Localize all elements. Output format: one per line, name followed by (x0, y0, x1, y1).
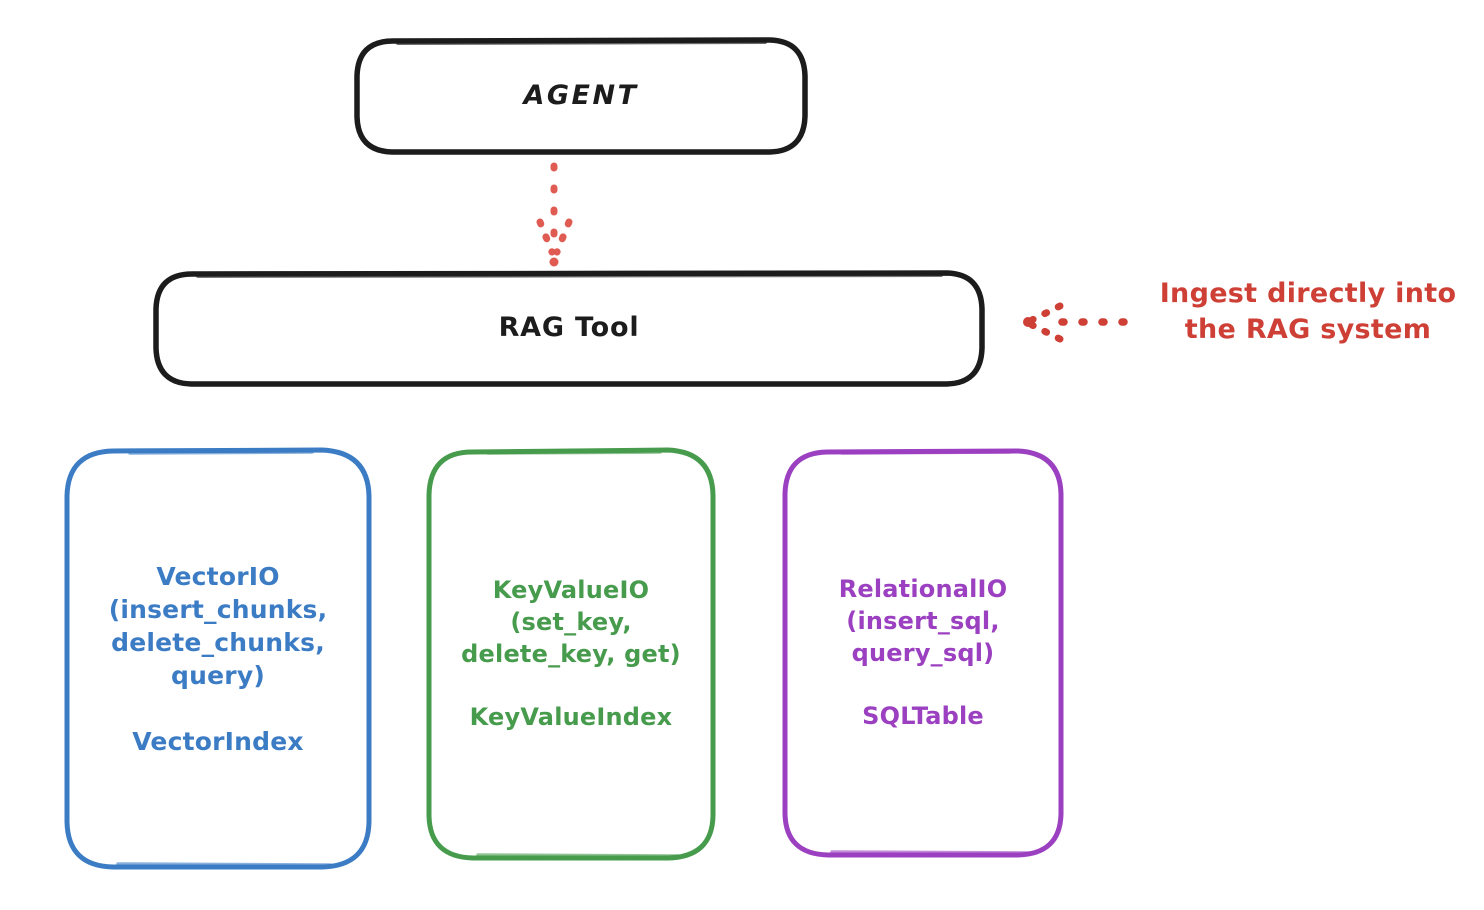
relational-io-box-outline-overdraw (830, 450, 1032, 855)
relational-io-box-outline (782, 448, 1064, 858)
vector-io-node[interactable]: VectorIO (insert_chunks, delete_chunks, … (67, 449, 369, 868)
key-value-io-node-label: KeyValueIO (set_key, delete_key, get) Ke… (461, 576, 681, 731)
relational-io-node-label: RelationalIO (insert_sql, query_sql) SQL… (838, 575, 1008, 730)
ingest-arrow (1023, 302, 1128, 343)
vector-io-box-outline (64, 447, 372, 870)
ingest-annotation-text: Ingest directly into the RAG system (1159, 278, 1457, 346)
rag-tool-node[interactable]: RAG Tool (156, 272, 982, 384)
key-value-io-node[interactable]: KeyValueIO (set_key, delete_key, get) Ke… (429, 450, 713, 859)
agent-node[interactable]: AGENT (356, 39, 806, 153)
rag-tool-node-label: RAG Tool (498, 311, 640, 343)
rag-tool-box-outline-overdraw (196, 273, 943, 278)
key-value-io-box-outline (426, 447, 716, 861)
rag-tool-box-outline (153, 270, 985, 387)
relational-io-node[interactable]: RelationalIO (insert_sql, query_sql) SQL… (785, 451, 1061, 856)
agent-box-outline-overdraw (396, 40, 767, 45)
agent-box-outline (354, 37, 808, 155)
vector-io-node-label: VectorIO (insert_chunks, delete_chunks, … (108, 561, 328, 756)
agent-to-rag-arrow (536, 162, 573, 267)
agent-node-label: AGENT (523, 79, 639, 111)
vector-io-box-outline-overdraw (116, 450, 332, 867)
key-value-io-box-outline-overdraw (476, 450, 680, 858)
